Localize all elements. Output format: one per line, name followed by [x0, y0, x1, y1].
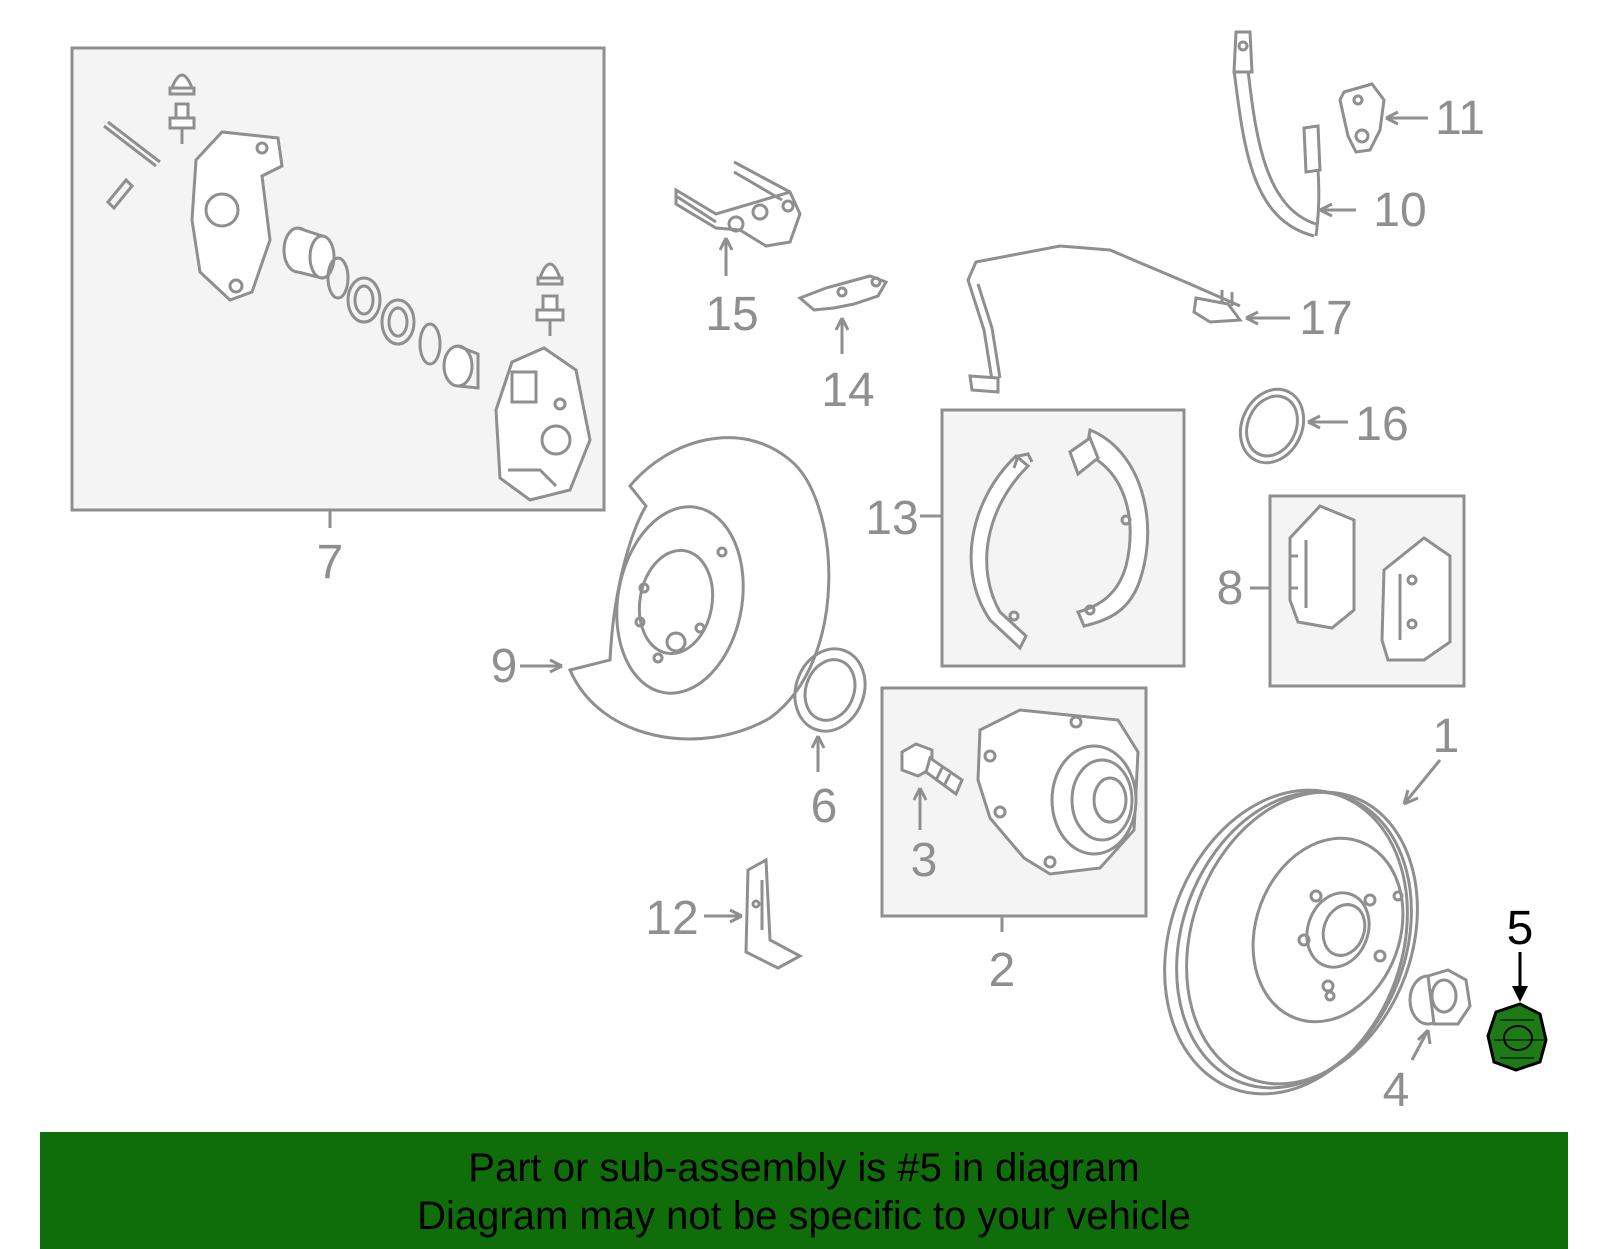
part-4-hub-nut[interactable]: [1408, 968, 1472, 1061]
banner-line-part: Part or sub-assembly is #5 in diagram: [468, 1146, 1140, 1190]
part-6-oil-seal[interactable]: [784, 639, 877, 772]
part-11-bracket[interactable]: [1338, 82, 1428, 154]
callout-1: 1: [1433, 710, 1460, 763]
banner-line-disclaimer: Diagram may not be specific to your vehi…: [417, 1194, 1191, 1238]
notice-banner: Part or sub-assembly is #5 in diagram Di…: [40, 1132, 1568, 1249]
callout-13: 13: [865, 492, 918, 545]
callout-6: 6: [811, 780, 838, 833]
part-16-seal[interactable]: [1229, 379, 1348, 473]
callout-7: 7: [317, 536, 344, 589]
part-1-brake-rotor[interactable]: [1124, 756, 1457, 1129]
callout-14: 14: [821, 364, 874, 417]
part-7-caliper-assembly[interactable]: [70, 46, 606, 528]
callout-16: 16: [1355, 398, 1408, 451]
callout-2: 2: [989, 944, 1016, 997]
callout-5: 5: [1507, 902, 1534, 955]
part-13-brake-shoes[interactable]: [920, 408, 1186, 668]
part-14-clip[interactable]: [797, 274, 889, 354]
callout-4: 4: [1383, 1064, 1410, 1117]
callout-10: 10: [1373, 184, 1426, 237]
callout-3: 3: [911, 834, 938, 887]
callout-12: 12: [645, 892, 698, 945]
callout-15: 15: [705, 288, 758, 341]
callout-8: 8: [1217, 562, 1244, 615]
part-12-bracket[interactable]: [704, 857, 804, 970]
part-9-splash-shield[interactable]: [520, 436, 831, 741]
callout-9: 9: [491, 640, 518, 693]
part-17-wear-sensor[interactable]: [966, 244, 1290, 394]
part-8-brake-pads[interactable]: [1250, 494, 1466, 688]
part-10-brake-hose[interactable]: [1232, 30, 1356, 238]
part-15-guide-pins[interactable]: [674, 160, 802, 276]
part-5-highlighted[interactable]: [1486, 952, 1548, 1072]
part-2-hub-bearing[interactable]: [880, 686, 1148, 932]
callout-11: 11: [1435, 92, 1485, 145]
callout-17: 17: [1299, 292, 1352, 345]
